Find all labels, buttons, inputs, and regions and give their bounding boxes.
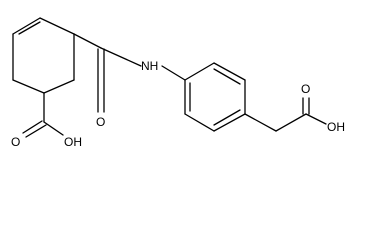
structure-diagram: NH O O OH O OH — [11, 17, 345, 149]
ring-acid-oh-label: OH — [64, 135, 82, 149]
ring-acid-co-double-2 — [25, 124, 47, 138]
ring-double-bond-inner — [18, 21, 41, 35]
benzene-inner-bond-1 — [213, 68, 241, 85]
amide-oxygen-label: O — [96, 115, 105, 129]
side-acid-oh-bond — [305, 113, 327, 125]
ring-acid-oh-bond — [43, 121, 64, 136]
ring-bond-2 — [39, 17, 75, 35]
ring-bond-5 — [12, 79, 45, 94]
benzene-bond-1 — [184, 62, 215, 81]
nh-aryl-bond — [161, 65, 186, 81]
ring-bond-4 — [43, 79, 75, 94]
benzene-bond-2 — [213, 62, 246, 81]
side-acid-c-bond — [275, 113, 307, 132]
ring-carboxylic-acid — [22, 92, 64, 138]
benzene-bond-5 — [184, 113, 215, 132]
cyclohexene-ring — [12, 17, 75, 94]
ring-bond-1 — [12, 17, 41, 35]
molecule-canvas: NH O O OH O OH — [11, 17, 345, 149]
side-acid-oh-label: OH — [327, 120, 345, 134]
ring-acid-oxygen-label: O — [11, 135, 20, 149]
benzene-inner-bond-2 — [213, 109, 241, 126]
nh-label: NH — [141, 59, 158, 73]
amide-group — [73, 33, 186, 113]
amide-cn-bond — [100, 47, 142, 67]
side-acid-oxygen-label: O — [301, 82, 310, 96]
ch2-bond — [244, 113, 277, 132]
benzene-ring — [184, 62, 246, 132]
acetic-acid-side-chain — [244, 97, 327, 132]
benzene-bond-4 — [213, 113, 246, 132]
ring-acid-co-double-1 — [22, 120, 43, 134]
amide-c-bond — [73, 33, 102, 49]
